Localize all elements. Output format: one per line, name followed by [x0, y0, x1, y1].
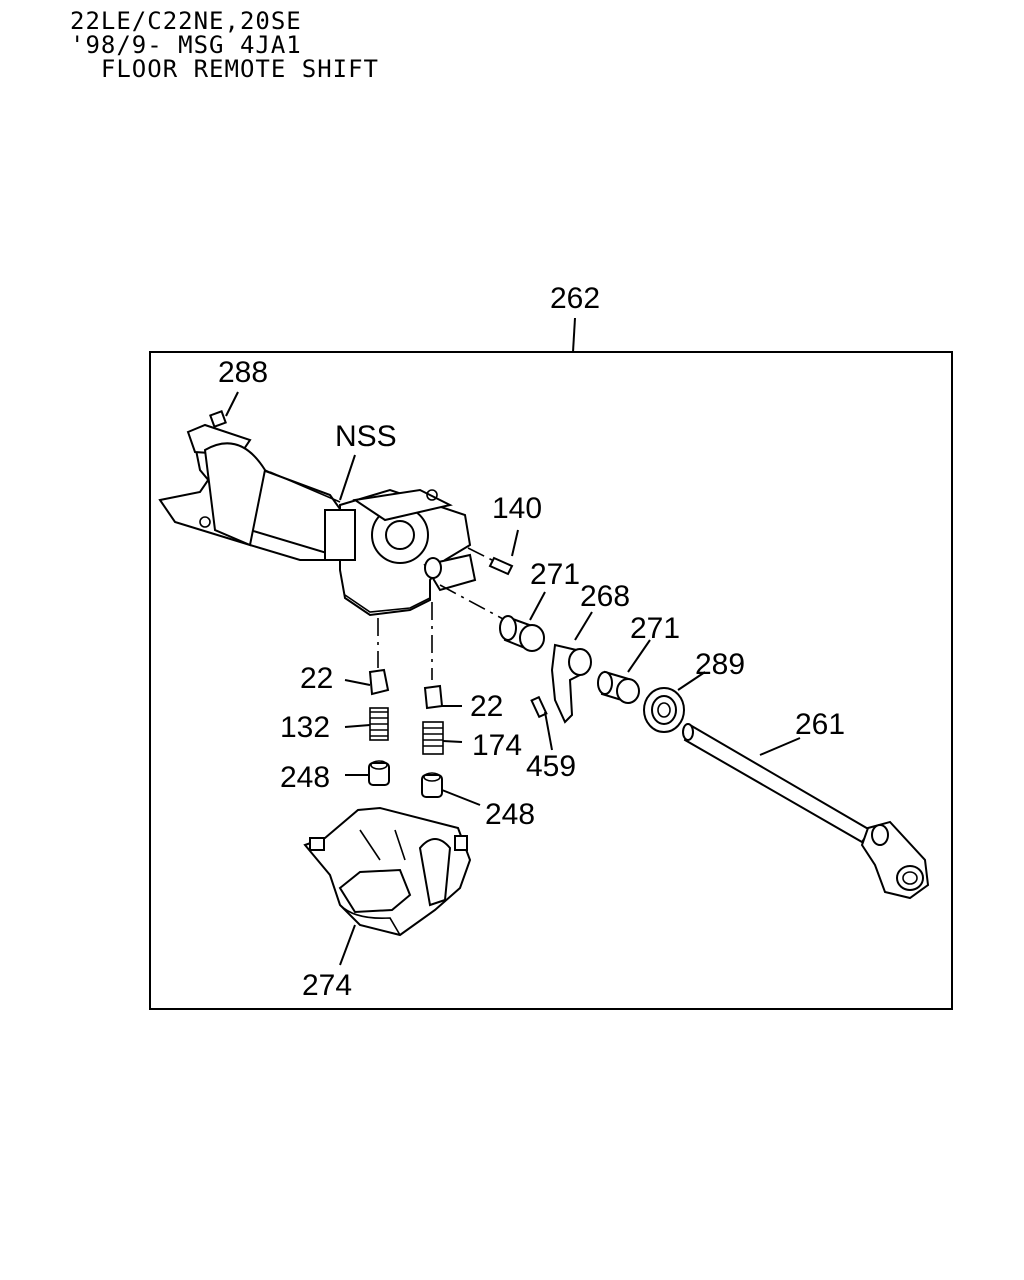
- shift-housing: [158, 423, 477, 617]
- callout-271-b: 271: [630, 612, 680, 645]
- callout-274: 274: [302, 969, 352, 1002]
- part-261-shift-rod: [682, 723, 930, 900]
- part-140-pin: [467, 529, 519, 576]
- header-line-3: FLOOR REMOTE SHIFT: [70, 55, 379, 83]
- callout-22-left: 22: [300, 662, 333, 695]
- callout-262: 262: [550, 282, 600, 315]
- part-268-lever: [550, 611, 593, 724]
- part-248-plug-left: [345, 760, 390, 786]
- part-271-bushing-a: [499, 591, 546, 652]
- callout-288: 288: [218, 356, 268, 389]
- callout-248-left: 248: [280, 761, 330, 794]
- callout-140: 140: [492, 492, 542, 525]
- callout-248-right: 248: [485, 798, 535, 831]
- callout-459: 459: [526, 750, 576, 783]
- leader-nss: [339, 454, 356, 501]
- part-289-bearing: [643, 671, 706, 733]
- callout-nss: NSS: [335, 420, 397, 453]
- part-132-spring: [344, 707, 389, 741]
- part-459-pin: [530, 695, 553, 751]
- callout-271-a: 271: [530, 558, 580, 591]
- callout-174: 174: [472, 729, 522, 762]
- callout-289: 289: [695, 648, 745, 681]
- part-174-spring: [422, 721, 463, 755]
- part-288-bolt: [209, 391, 239, 428]
- callout-261: 261: [795, 708, 845, 741]
- callout-22-right: 22: [470, 690, 503, 723]
- callout-268: 268: [580, 580, 630, 613]
- axis-line: [439, 584, 506, 621]
- part-22-plunger-right: [423, 684, 462, 710]
- callout-132: 132: [280, 711, 330, 744]
- part-271-bushing-b: [597, 639, 651, 704]
- part-274-cover: [303, 806, 472, 966]
- leader-262: [572, 317, 576, 353]
- part-22-plunger-left: [344, 668, 390, 696]
- assembly-frame: [149, 351, 953, 1010]
- part-248-plug-right: [421, 772, 481, 806]
- header-line-1: 22LE/C22NE,20SE: [70, 7, 302, 35]
- header-line-2: '98/9- MSG 4JA1: [70, 31, 302, 59]
